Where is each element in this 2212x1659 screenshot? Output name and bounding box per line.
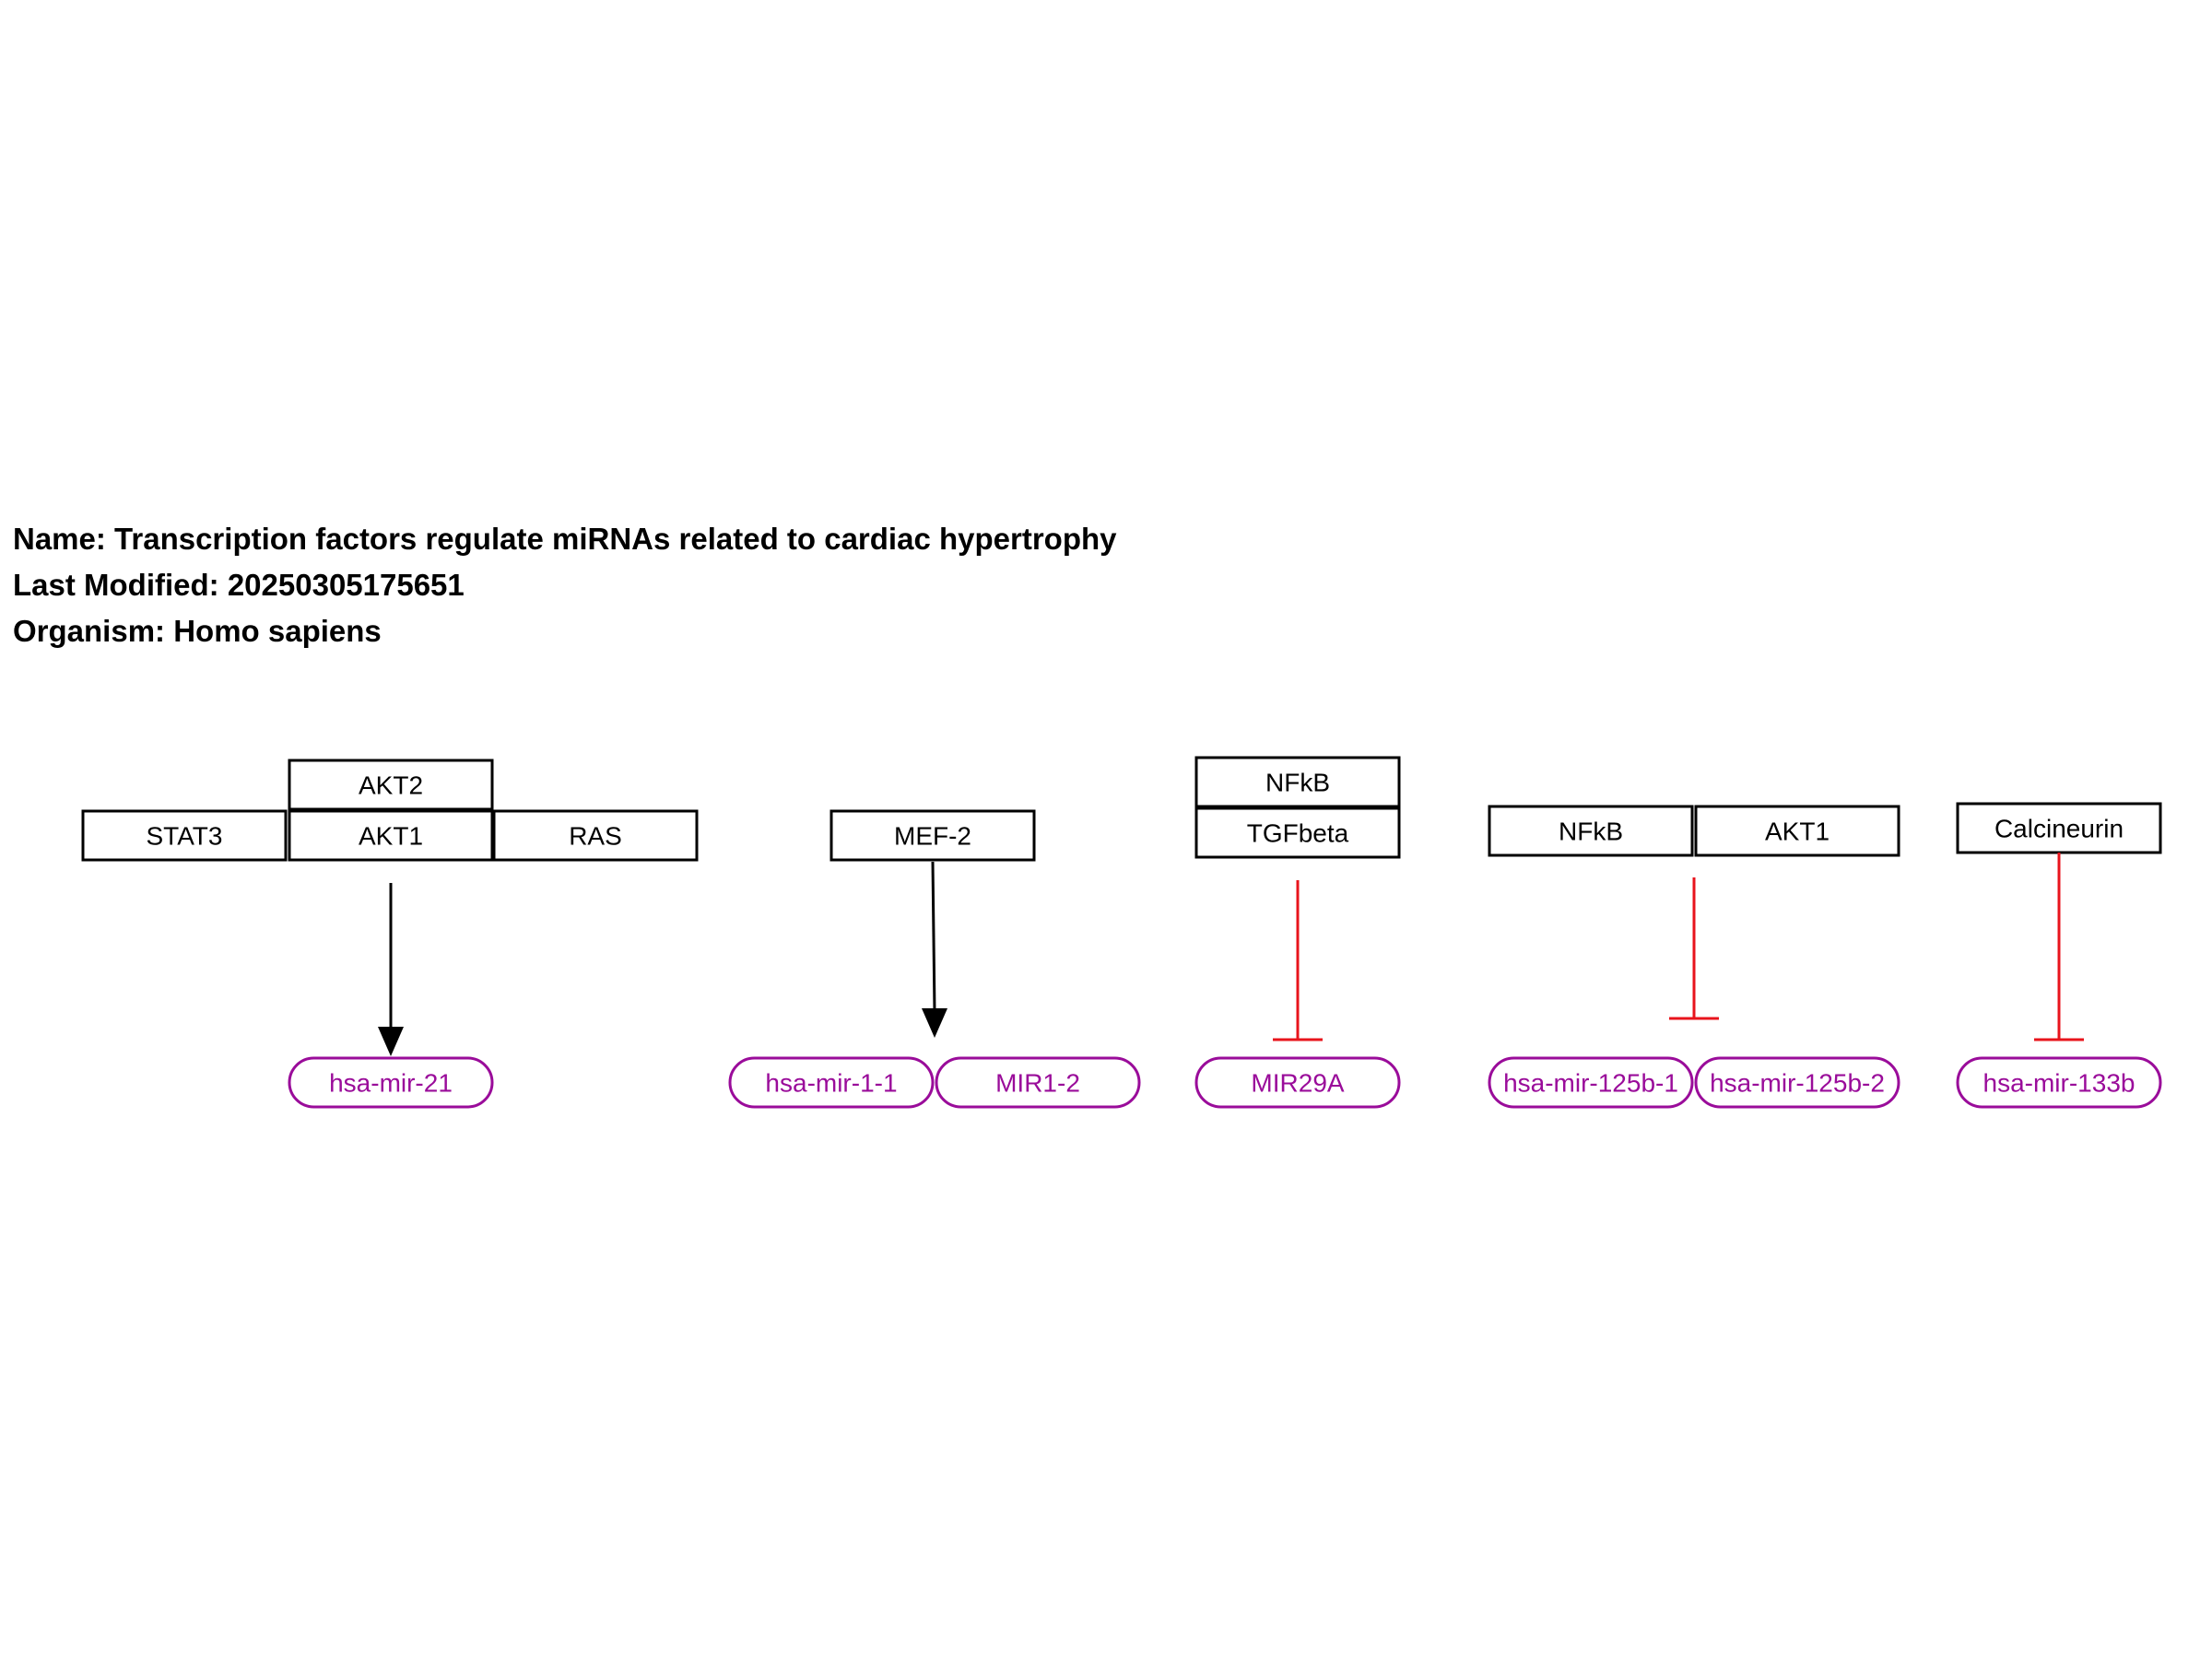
- rna-label-mir1-1: hsa-mir-1-1: [765, 1069, 897, 1098]
- arrowhead: [378, 1027, 404, 1056]
- rna-label-mir21: hsa-mir-21: [329, 1069, 453, 1098]
- gene-label-tgfbeta: TGFbeta: [1247, 819, 1349, 848]
- rna-label-mir29a: MIR29A: [1251, 1069, 1344, 1098]
- rna-node-mir125b-2[interactable]: hsa-mir-125b-2: [1694, 1056, 1900, 1109]
- rna-node-mir1-1[interactable]: hsa-mir-1-1: [728, 1056, 935, 1109]
- gene-node-ras[interactable]: RAS: [492, 809, 699, 862]
- gene-label-akt1: AKT1: [359, 822, 423, 851]
- gene-label-ras: RAS: [569, 822, 622, 851]
- rna-label-mir1-2: MIR1-2: [995, 1069, 1080, 1098]
- activation-arrow-akt1-mir21[interactable]: [378, 883, 404, 1056]
- gene-node-akt1-2[interactable]: AKT1: [1694, 805, 1900, 857]
- inhibition-edge-nfkb-akt1-mir125b[interactable]: [1669, 877, 1719, 1020]
- gene-node-tgfbeta[interactable]: TGFbeta: [1194, 806, 1401, 859]
- organism: Organism: Homo sapiens: [13, 614, 382, 648]
- gene-label-nfkb: NFkB: [1265, 769, 1330, 797]
- gene-label-akt2: AKT2: [359, 771, 423, 800]
- gene-label-stat3: STAT3: [147, 822, 223, 851]
- gene-node-stat3[interactable]: STAT3: [81, 809, 288, 862]
- rna-node-mir29a[interactable]: MIR29A: [1194, 1056, 1401, 1109]
- pathway-header: Name: Transcription factors regulate miR…: [13, 516, 1117, 654]
- last-modified: Last Modified: 20250305175651: [13, 568, 465, 602]
- rna-node-mir133b[interactable]: hsa-mir-133b: [1956, 1056, 2162, 1109]
- rna-node-mir21[interactable]: hsa-mir-21: [288, 1056, 494, 1109]
- gene-label-akt1-2: AKT1: [1765, 818, 1830, 846]
- gene-node-nfkb-2[interactable]: NFkB: [1488, 805, 1694, 857]
- gene-label-nfkb-2: NFkB: [1559, 818, 1623, 846]
- gene-node-akt1[interactable]: AKT1: [288, 809, 494, 862]
- rna-label-mir133b: hsa-mir-133b: [1983, 1069, 2136, 1098]
- rna-node-mir1-2[interactable]: MIR1-2: [935, 1056, 1141, 1109]
- rna-label-mir125b-1: hsa-mir-125b-1: [1503, 1069, 1678, 1098]
- inhibition-edge-tgfbeta-mir29a[interactable]: [1273, 880, 1323, 1041]
- inhibition-edge-calcineurin-mir133b[interactable]: [2034, 853, 2084, 1041]
- arrowhead: [922, 1008, 947, 1038]
- rna-node-mir125b-1[interactable]: hsa-mir-125b-1: [1488, 1056, 1694, 1109]
- pathway-name: Name: Transcription factors regulate miR…: [13, 522, 1117, 556]
- activation-arrow-mef2-mir1[interactable]: [922, 861, 947, 1038]
- gene-label-mef2: MEF-2: [894, 822, 971, 851]
- gene-label-calcineurin: Calcineurin: [1994, 815, 2124, 843]
- gene-node-akt2[interactable]: AKT2: [288, 759, 494, 811]
- rna-label-mir125b-2: hsa-mir-125b-2: [1710, 1069, 1885, 1098]
- gene-node-nfkb[interactable]: NFkB: [1194, 756, 1401, 808]
- gene-node-calcineurin[interactable]: Calcineurin: [1956, 802, 2162, 854]
- gene-node-mef2[interactable]: MEF-2: [830, 809, 1036, 862]
